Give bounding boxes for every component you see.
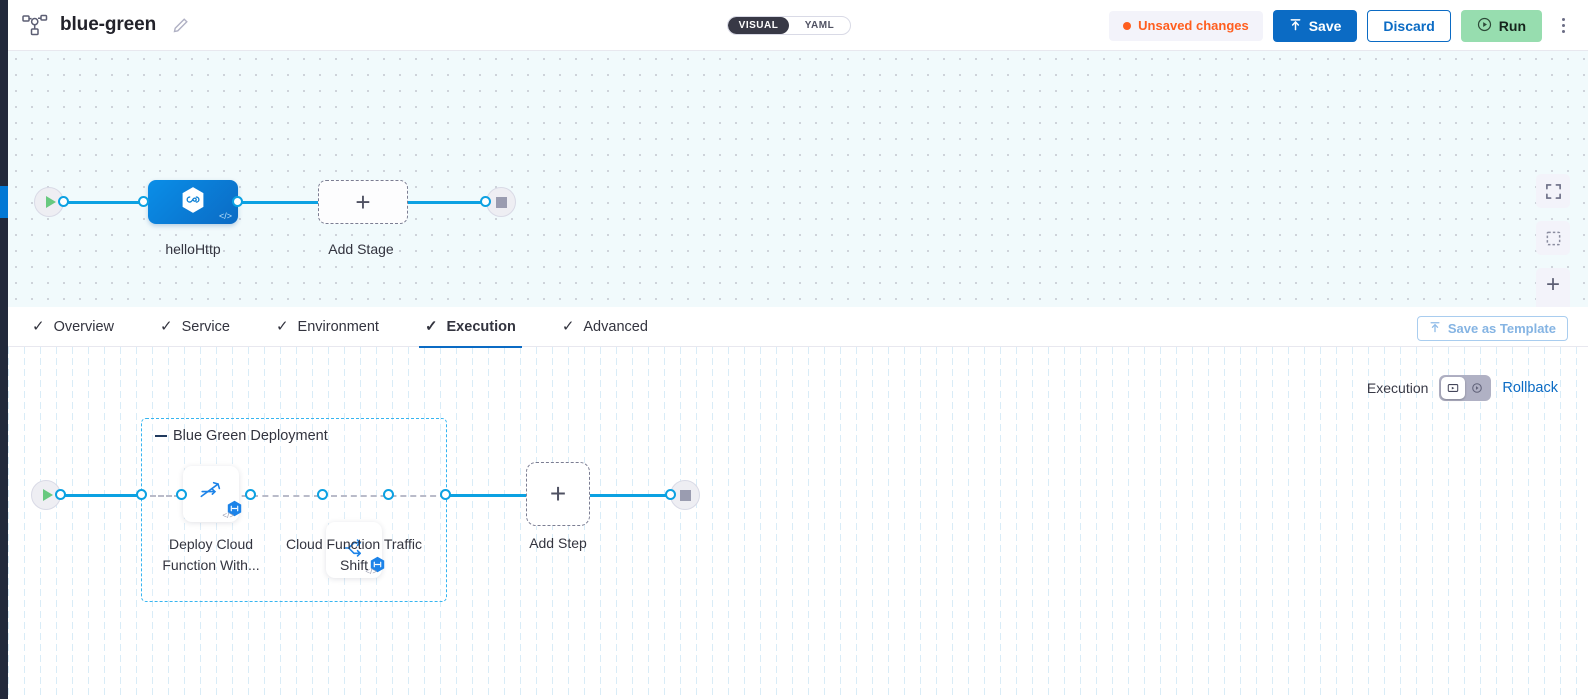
step-node-cloud-function-traffic-shift[interactable]: </> (326, 522, 385, 578)
tab-advanced-label: Advanced (583, 318, 648, 335)
pipeline-nodes-icon (22, 14, 48, 36)
tab-overview[interactable]: ✓ Overview (32, 307, 114, 347)
execution-label: Execution (1366, 380, 1429, 396)
tab-overview-label: Overview (53, 318, 115, 335)
stage-tab-bar: ✓ Overview ✓ Service ✓ Environment ✓ Exe… (8, 307, 1588, 348)
tab-advanced[interactable]: ✓ Advanced (562, 307, 648, 347)
stage-graph-canvas[interactable]: </> helloHttp + Add Stage (8, 51, 1588, 307)
kebab-menu-icon[interactable] (1552, 10, 1574, 42)
zoom-in-icon: + (1545, 271, 1560, 298)
stage-node-hellohttp[interactable]: </> (148, 180, 238, 224)
check-icon: ✓ (32, 318, 45, 335)
add-stage-label: Add Stage (328, 241, 394, 257)
deploy-function-icon (196, 477, 226, 512)
selection-box-button[interactable] (1536, 221, 1570, 255)
tab-service[interactable]: ✓ Service (160, 307, 230, 347)
port-stage-in (138, 196, 149, 207)
canvas-controls: + − (1536, 174, 1570, 307)
harness-template-badge (369, 556, 386, 573)
step-group-header: Blue Green Deployment (155, 428, 328, 444)
save-as-template-button[interactable]: Save as Template (1416, 316, 1568, 341)
code-badge-icon: </> (365, 567, 377, 576)
fit-to-screen-button[interactable] (1536, 174, 1570, 208)
stop-icon (679, 489, 691, 501)
stage-node-label: helloHttp (165, 241, 221, 257)
tab-execution[interactable]: ✓ Execution (418, 307, 522, 348)
pencil-icon[interactable] (172, 17, 189, 34)
wire-add-to-end (396, 201, 492, 204)
step-group-title: Blue Green Deployment (173, 428, 328, 444)
upload-icon (1289, 18, 1302, 34)
tab-execution-label: Execution (446, 318, 516, 335)
left-nav-active-indicator (0, 186, 8, 218)
play-icon (42, 489, 53, 501)
wire-stage-to-add (230, 201, 320, 204)
run-button-label: Run (1498, 17, 1526, 34)
play-icon (45, 196, 56, 208)
port-end-in (480, 196, 491, 207)
app-header: blue-green VISUAL YAML Unsaved changes (0, 0, 1588, 51)
rollback-view-icon[interactable] (1465, 377, 1489, 399)
harness-template-badge (226, 500, 243, 517)
left-nav-rail (0, 0, 8, 699)
check-icon: ✓ (424, 318, 438, 335)
toggle-option-yaml[interactable]: YAML (804, 20, 835, 31)
save-button[interactable]: Save (1272, 9, 1358, 42)
execution-graph-canvas[interactable] (8, 347, 1588, 699)
zoom-controls: + − (1536, 268, 1570, 307)
save-button-label: Save (1308, 17, 1342, 34)
step-node-deploy-cloud-function[interactable]: </> (183, 466, 242, 522)
execution-rollback-switch: Execution Rollback (1367, 375, 1558, 401)
plus-icon: + (355, 186, 371, 217)
check-icon: ✓ (275, 318, 289, 335)
code-badge-icon: </> (218, 211, 232, 221)
zoom-out-button[interactable]: − (1536, 302, 1570, 308)
add-step-button[interactable]: + (526, 462, 590, 526)
status-badge-label: Unsaved changes (1138, 18, 1249, 33)
fit-to-screen-icon (1536, 174, 1570, 208)
code-badge-icon: </> (222, 511, 234, 520)
check-icon: ✓ (160, 318, 173, 335)
execution-view-toggle[interactable] (1439, 375, 1492, 401)
header-actions: Unsaved changes Save Discard (1109, 0, 1574, 51)
save-as-template-label: Save as Template (1447, 321, 1556, 336)
stop-icon (495, 196, 507, 208)
toggle-option-visual[interactable]: VISUAL (728, 17, 789, 34)
discard-button-label: Discard (1383, 17, 1435, 34)
rollback-link[interactable]: Rollback (1502, 380, 1558, 396)
play-circle-icon (1477, 17, 1492, 35)
port-stage-out (232, 196, 243, 207)
page-title: blue-green (60, 14, 157, 35)
tab-environment-label: Environment (297, 318, 379, 335)
discard-button[interactable]: Discard (1367, 9, 1451, 42)
collapse-icon[interactable] (155, 434, 167, 438)
plus-icon: + (549, 478, 567, 509)
tab-service-label: Service (181, 318, 230, 335)
tab-environment[interactable]: ✓ Environment (276, 307, 379, 347)
traffic-split-icon (339, 533, 369, 568)
run-button[interactable]: Run (1460, 9, 1542, 42)
execution-start-node[interactable] (31, 480, 61, 510)
execution-end-node[interactable] (670, 480, 700, 510)
upload-icon (1429, 321, 1441, 336)
status-dot-icon (1123, 21, 1132, 30)
port-start-out (58, 196, 69, 207)
zoom-in-button[interactable]: + (1536, 268, 1570, 302)
check-icon: ✓ (561, 318, 575, 335)
visual-yaml-toggle[interactable]: VISUAL YAML (727, 16, 851, 35)
execution-view-icon[interactable] (1441, 377, 1466, 399)
harness-hexagon-icon (180, 186, 206, 219)
header-left: blue-green (0, 14, 189, 36)
wire-start-to-stage (60, 201, 150, 204)
selection-box-icon (1536, 221, 1570, 255)
add-stage-button[interactable]: + (318, 180, 408, 224)
status-badge: Unsaved changes (1109, 10, 1263, 41)
